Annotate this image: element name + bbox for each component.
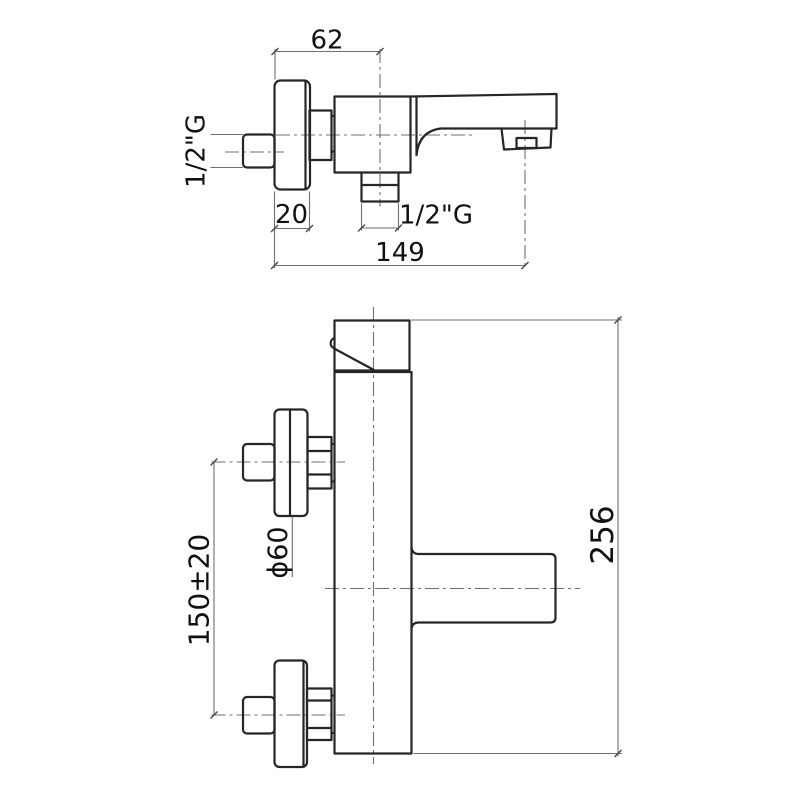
- front-upper-wall-connection: [241, 408, 336, 518]
- bottom-thread-label: 1/2"G: [399, 201, 473, 231]
- front-view-outline: [241, 319, 557, 769]
- side-connection-nut: [308, 109, 333, 162]
- dim-256-label: 256: [585, 505, 621, 564]
- front-handle: [329, 319, 411, 372]
- side-view: 62 1/2"G 20 1/2"G 149: [182, 26, 558, 270]
- side-view-centerlines: [225, 49, 526, 268]
- side-view-outline: [241, 79, 558, 203]
- side-valve-body: [333, 95, 412, 174]
- front-view-centerlines: [211, 307, 580, 764]
- flange-diameter-label: ϕ60: [263, 526, 294, 578]
- front-lower-wall-connection: [241, 659, 336, 769]
- side-bottom-outlet: [360, 171, 400, 203]
- front-view-dimensions: [210, 316, 622, 758]
- dim-62-label: 62: [310, 26, 343, 56]
- side-view-dimensions: [210, 47, 529, 270]
- dim-149-label: 149: [375, 238, 425, 268]
- inlet-spacing-label: 150±20: [183, 534, 216, 647]
- dim-20-label: 20: [275, 200, 308, 230]
- front-spout-arm: [410, 546, 557, 630]
- wall-thread-label: 1/2"G: [182, 114, 212, 188]
- front-body: [333, 370, 413, 755]
- side-wall-nipple: [241, 133, 276, 169]
- side-spout: [409, 92, 558, 157]
- front-view: ϕ60 150±20 256: [183, 307, 622, 769]
- side-aerator: [500, 127, 553, 151]
